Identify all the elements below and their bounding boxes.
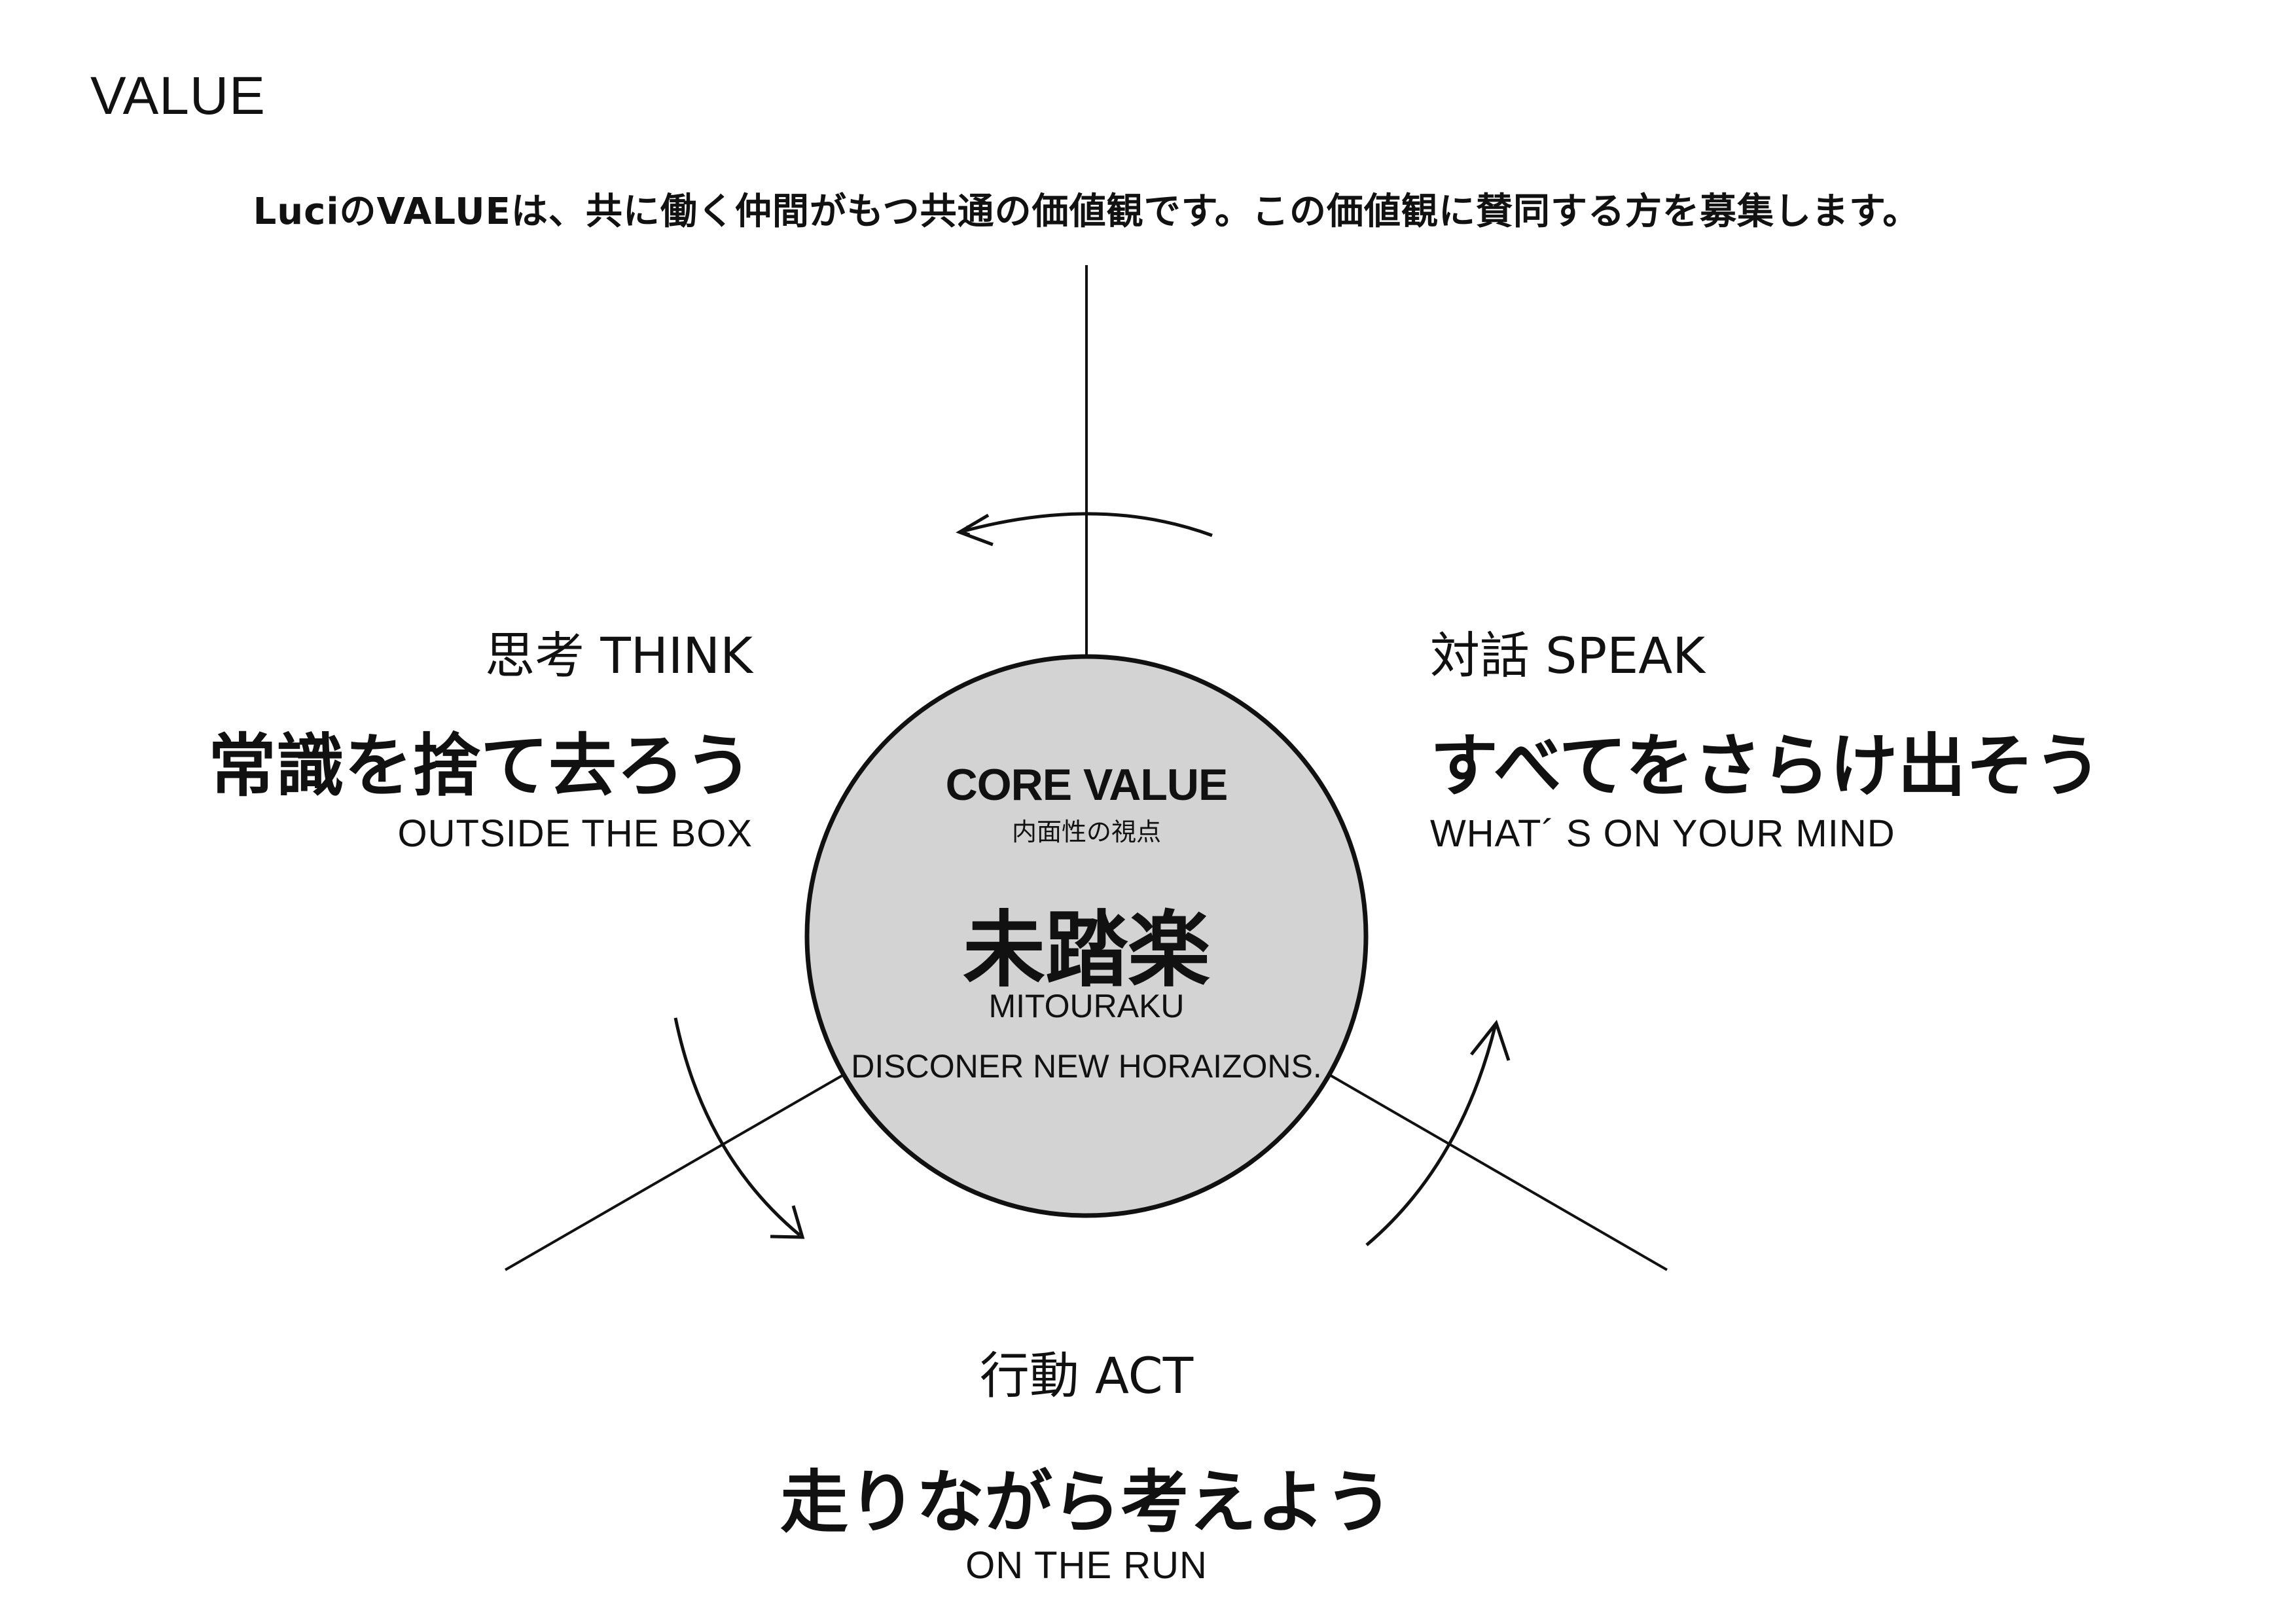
think-subtitle: OUTSIDE THE BOX [397, 812, 753, 855]
arrow-top-head [956, 513, 994, 547]
core-value-sublabel: 内面性の視点 [1011, 818, 1162, 846]
think-main-text: 常識を捨て去ろう [207, 726, 753, 806]
arrow-right-head [1470, 1019, 1511, 1061]
core-value-label: CORE VALUE [945, 760, 1229, 810]
act-main-text: 走りながら考えよう [780, 1462, 1393, 1542]
spoke-left [505, 1074, 843, 1271]
core-value-tagline: DISCONER NEW HORAIZONS. [851, 1048, 1322, 1085]
core-circle [804, 654, 1369, 1218]
act-subtitle: ON THE RUN [965, 1544, 1208, 1587]
core-value-reading: MITOURAKU [988, 988, 1185, 1024]
arrow-left [673, 1017, 801, 1236]
intro-text: LuciのVALUEは、共に働く仲間がもつ共通の価値観です。この価値観に賛同する… [253, 190, 1920, 233]
act-heading: 行動 ACT [979, 1346, 1194, 1405]
spoke-right [1329, 1074, 1668, 1271]
speak-main-text: すべてをさらけ出そう [1430, 726, 2102, 806]
speak-subtitle: WHAT´ S ON YOUR MIND [1430, 812, 1895, 855]
arrow-right [1365, 1024, 1498, 1246]
think-heading: 思考 THINK [485, 626, 753, 685]
page-title: VALUE [90, 66, 266, 126]
arrow-top [961, 512, 1213, 537]
arrow-left-head [770, 1205, 805, 1239]
speak-heading: 対話 SPEAK [1430, 626, 1706, 685]
core-value-name: 未踏楽 [963, 902, 1210, 998]
